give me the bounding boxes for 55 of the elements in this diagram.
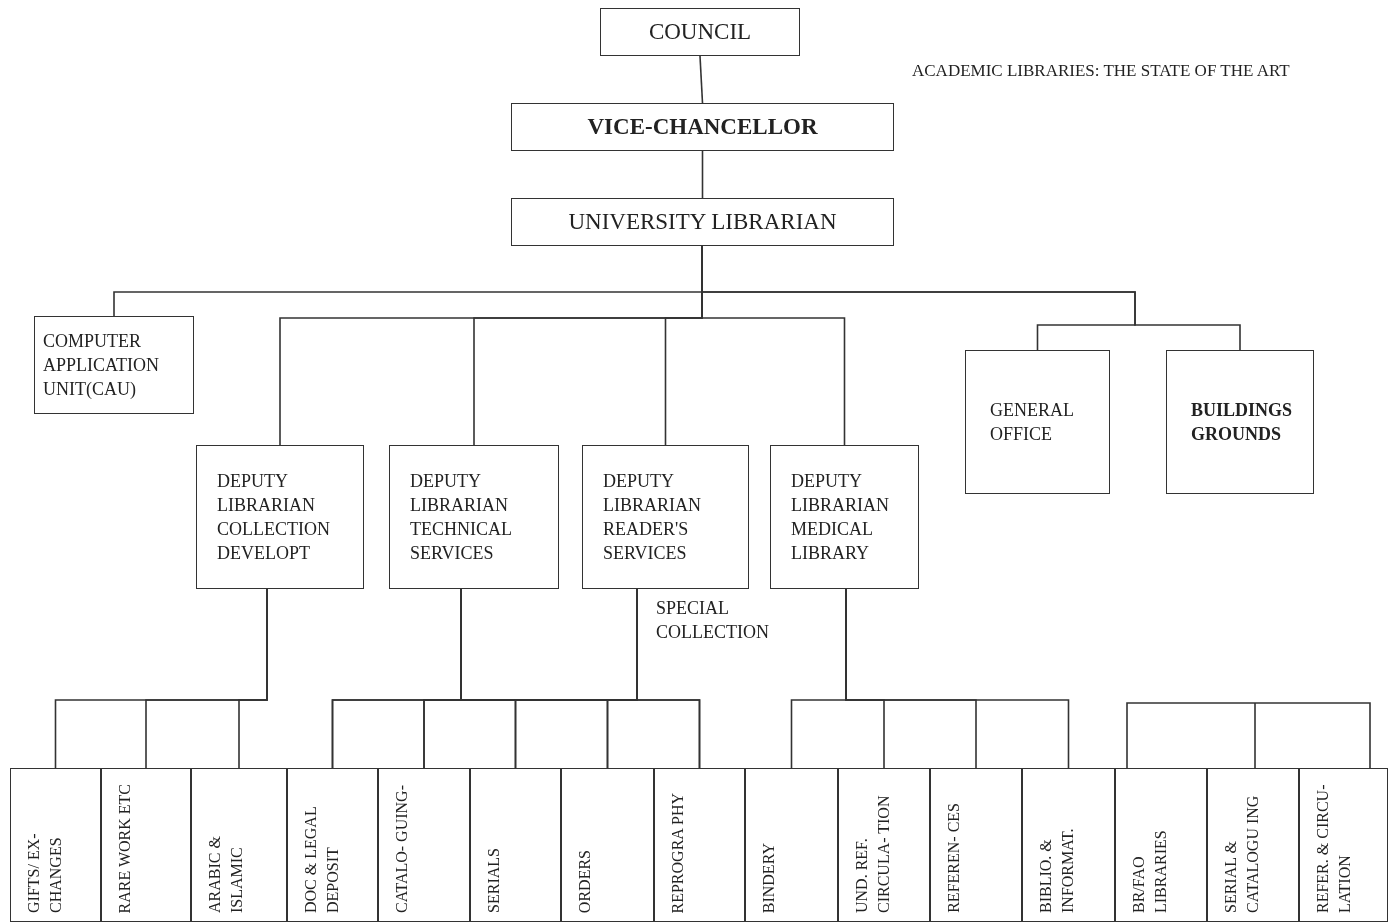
cell-label: BIBLIO. & INFORMAT. bbox=[1036, 827, 1077, 913]
connector-line bbox=[699, 55, 704, 104]
org-box bbox=[196, 445, 364, 589]
org-box bbox=[34, 316, 194, 414]
department-cell bbox=[287, 768, 378, 922]
department-cell bbox=[745, 768, 838, 922]
box-label: COUNCIL bbox=[648, 17, 752, 46]
box-label: COMPUTER APPLICATION UNIT(CAU) bbox=[43, 330, 160, 401]
box-label: DEPUTY LIBRARIAN READER'S SERVICES bbox=[603, 470, 702, 565]
cell-label: REPROGRA PHY bbox=[668, 792, 687, 913]
cell-label: GIFTS/ EX- CHANGES bbox=[24, 832, 65, 913]
cell-label: REFER. & CIRCU- LATION bbox=[1313, 783, 1354, 913]
connector-line bbox=[701, 150, 704, 199]
box-label: UNIVERSITY LIBRARIAN bbox=[568, 207, 837, 236]
cell-label: REFEREN- CES bbox=[944, 803, 963, 913]
cell-label: DOC & LEGAL DEPOSIT bbox=[301, 805, 342, 913]
cell-label: CATALO- GUING- bbox=[392, 784, 411, 913]
department-cell bbox=[10, 768, 101, 922]
department-cell bbox=[1299, 768, 1388, 922]
department-cell bbox=[838, 768, 930, 922]
cell-label: UND. REF. CIRCULA- TION bbox=[852, 794, 893, 913]
cell-label: ARABIC & ISLAMIC bbox=[205, 835, 246, 913]
cell-label: SERIALS bbox=[484, 848, 503, 913]
org-box bbox=[582, 445, 749, 589]
connector-line bbox=[636, 588, 701, 769]
department-cell bbox=[1022, 768, 1115, 922]
cell-label: SERIAL & CATALOGU ING bbox=[1221, 794, 1262, 913]
box-label: DEPUTY LIBRARIAN MEDICAL LIBRARY bbox=[791, 470, 890, 565]
org-box bbox=[511, 103, 894, 151]
department-cell bbox=[191, 768, 287, 922]
org-box bbox=[600, 8, 800, 56]
org-box bbox=[965, 350, 1110, 494]
cell-label: BINDERY bbox=[759, 842, 778, 913]
org-box bbox=[511, 198, 894, 246]
box-label: VICE-CHANCELLOR bbox=[587, 112, 818, 141]
box-label: DEPUTY LIBRARIAN COLLECTION DEVELOPT bbox=[217, 470, 331, 565]
department-cell bbox=[378, 768, 470, 922]
box-label: GENERAL OFFICE bbox=[990, 399, 1075, 446]
department-cell bbox=[1207, 768, 1299, 922]
connector-line bbox=[238, 588, 268, 769]
org-box bbox=[389, 445, 559, 589]
org-box bbox=[1166, 350, 1314, 494]
org-box bbox=[770, 445, 919, 589]
department-cell bbox=[654, 768, 745, 922]
department-cell bbox=[470, 768, 561, 922]
page-header: ACADEMIC LIBRARIES: THE STATE OF THE ART bbox=[912, 60, 1290, 82]
cell-label: BR/FAO LIBRARIES bbox=[1129, 829, 1170, 913]
box-label: DEPUTY LIBRARIAN TECHNICAL SERVICES bbox=[410, 470, 513, 565]
department-cell bbox=[1115, 768, 1207, 922]
annotation-label: SPECIAL COLLECTION bbox=[656, 597, 770, 644]
cell-label: ORDERS bbox=[575, 849, 594, 913]
department-cell bbox=[561, 768, 654, 922]
cell-label: RARE WORK ETC bbox=[115, 783, 134, 913]
department-cell bbox=[101, 768, 191, 922]
department-cell bbox=[930, 768, 1022, 922]
